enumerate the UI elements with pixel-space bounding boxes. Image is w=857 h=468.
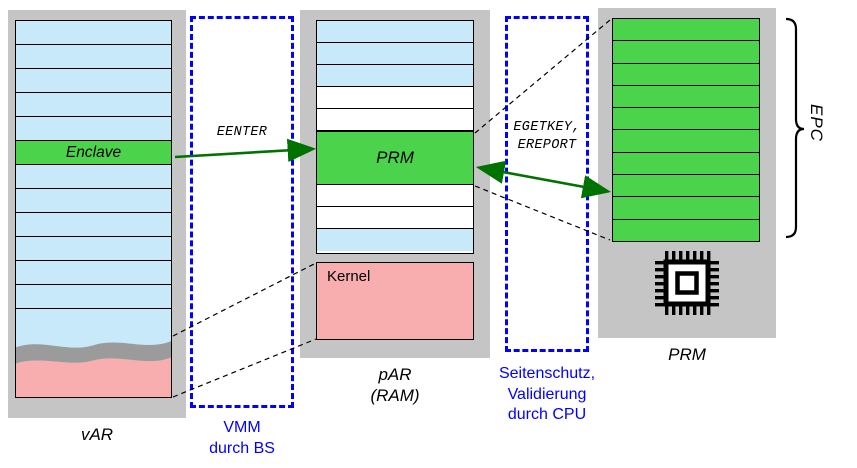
swapped-region	[16, 333, 171, 397]
caption-line: Validierung	[507, 385, 587, 403]
wave-boundary	[16, 341, 171, 397]
memory-page-blue	[16, 21, 171, 45]
caption-line: durch CPU	[507, 406, 587, 423]
cpu-chip-icon	[655, 251, 719, 315]
epc-brace	[785, 17, 805, 239]
epc-page	[613, 85, 759, 109]
cpu-dashed-box: EGETKEY, EREPORT	[505, 16, 589, 352]
memory-page-white	[317, 185, 473, 207]
memory-page-blue	[16, 117, 171, 141]
epc-page	[613, 197, 759, 220]
var-caption: vAR	[80, 425, 114, 444]
par-caption: pAR (RAM)	[300, 364, 490, 406]
epc-page	[613, 108, 759, 131]
caption-line: Seitenschutz,	[498, 365, 596, 382]
memory-page-white	[317, 87, 473, 109]
par-address-space: PRM	[316, 20, 474, 254]
epc-page	[613, 175, 759, 198]
memory-page-blue	[16, 285, 171, 309]
memory-page-blue	[16, 189, 171, 213]
enclave-block: Enclave	[16, 141, 171, 165]
memory-page-white	[317, 207, 473, 229]
kernel-block: Kernel	[316, 262, 474, 340]
epc-page	[613, 41, 759, 64]
prm-hardware-region	[598, 8, 776, 338]
var-pages-bottom	[16, 165, 171, 333]
epc-page	[613, 219, 759, 241]
caption-line: pAR	[378, 365, 412, 384]
memory-page-blue	[16, 165, 171, 189]
epc-page	[613, 63, 759, 86]
memory-page-blue	[317, 21, 473, 43]
memory-page-blue	[16, 69, 171, 93]
var-pages-top	[16, 21, 171, 141]
epc-page	[613, 130, 759, 153]
memory-page-blue	[317, 43, 473, 65]
caption-line: VMM	[223, 419, 261, 436]
vmm-caption: VMM durch BS	[182, 418, 302, 459]
caption-line: (RAM)	[370, 386, 420, 405]
caption-line: durch BS	[209, 439, 275, 457]
memory-page-blue	[317, 229, 473, 251]
memory-page-blue	[16, 237, 171, 261]
prm-caption: PRM	[668, 345, 706, 364]
memory-page-blue	[16, 309, 171, 333]
eenter-instruction: EENTER	[216, 125, 268, 140]
memory-page-blue	[16, 93, 171, 117]
var-region: Enclave	[8, 10, 186, 418]
egetkey-ereport-instructions: EGETKEY, EREPORT	[508, 119, 586, 155]
par-pages-bottom	[317, 185, 473, 251]
memory-page-white	[317, 109, 473, 131]
vmm-dashed-box: EENTER	[190, 16, 294, 408]
epc-page	[613, 19, 759, 42]
epc-page	[613, 152, 759, 176]
cpu-caption: Seitenschutz, Validierung durch CPU	[473, 364, 621, 426]
epc-pages	[612, 18, 760, 242]
var-address-space: Enclave	[15, 20, 172, 398]
memory-page-blue	[16, 261, 171, 285]
par-region: PRM Kernel	[300, 10, 490, 358]
epc-label: EPC	[807, 104, 826, 142]
prm-block: PRM	[317, 131, 473, 185]
memory-page-blue	[16, 45, 171, 69]
instruction-line: EGETKEY,	[513, 120, 581, 135]
instruction-line: EREPORT	[517, 138, 577, 153]
par-pages-top	[317, 21, 473, 131]
memory-page-blue	[317, 65, 473, 87]
memory-page-blue	[16, 213, 171, 237]
